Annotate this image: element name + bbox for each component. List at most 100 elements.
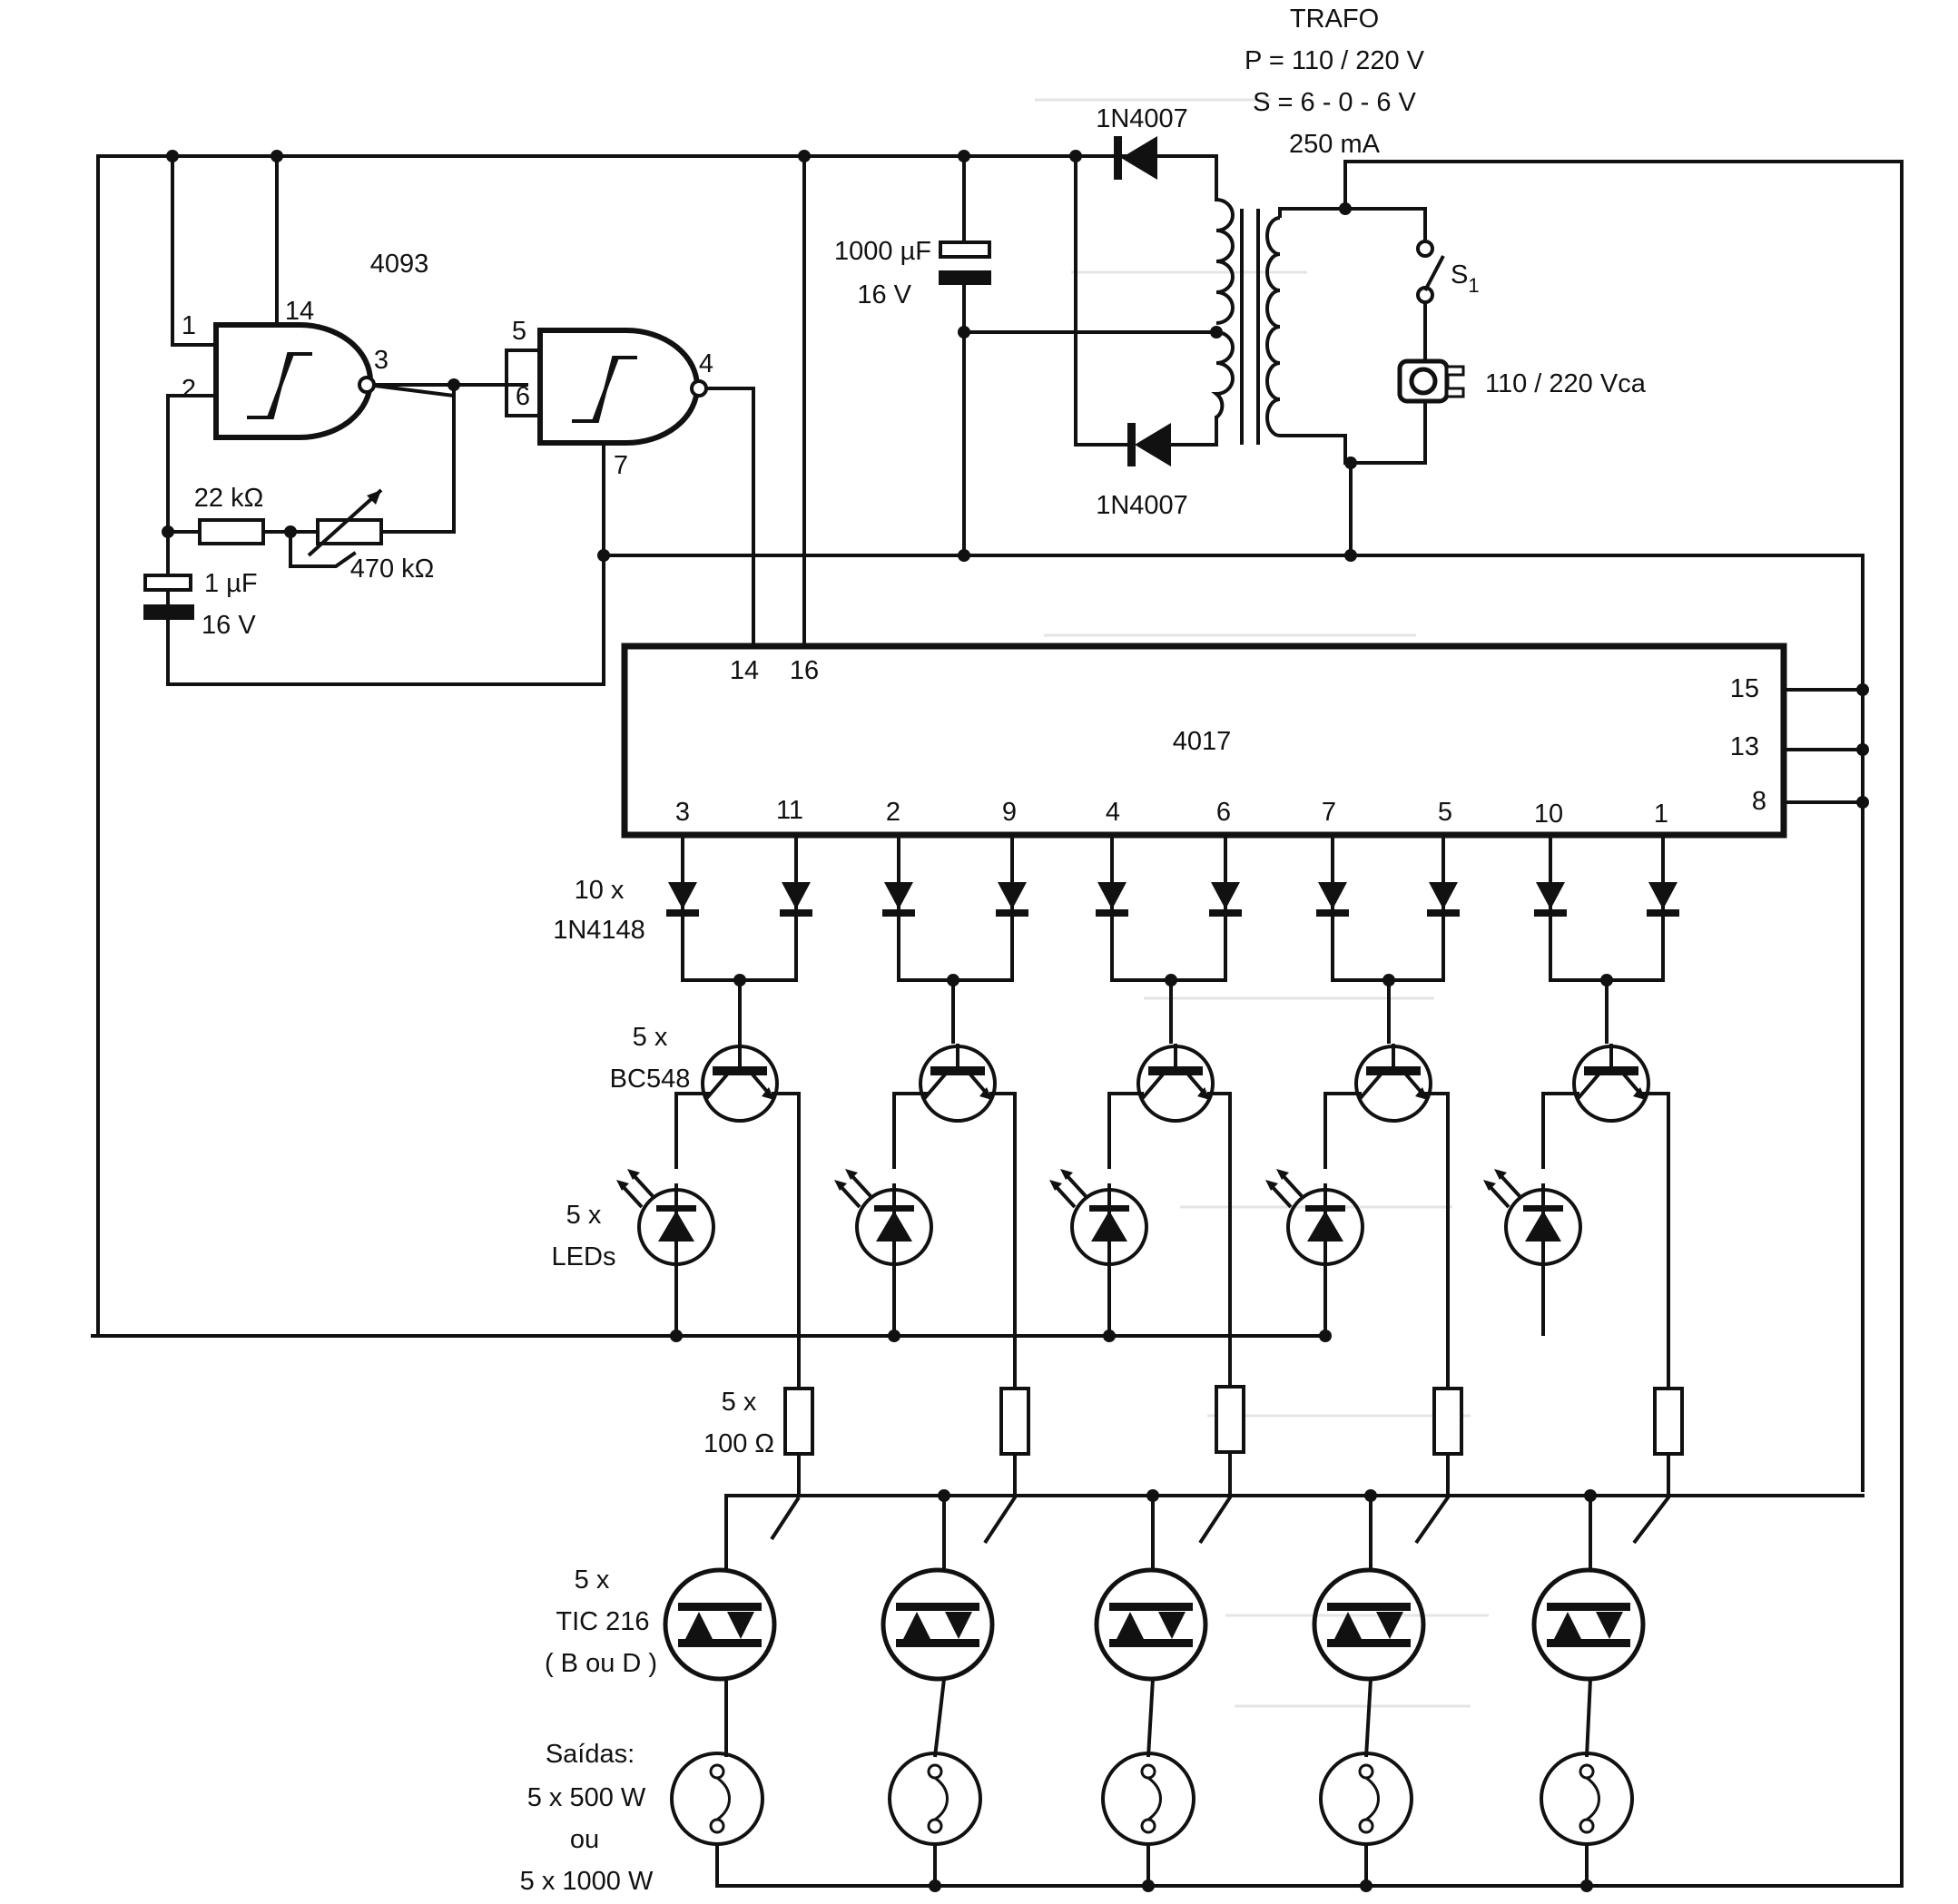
filter-cap-voltage: 16 V	[857, 280, 911, 309]
output-pin-3: 3	[675, 798, 690, 827]
diode-top-label: 1N4007	[1096, 104, 1188, 133]
diode-pin5-icon	[1427, 882, 1460, 917]
triac-3-icon	[1097, 1570, 1205, 1679]
triac-5-icon	[1534, 1570, 1643, 1679]
led-4-icon	[1264, 1167, 1364, 1272]
triacs-grade-label: ( B ou D )	[545, 1649, 657, 1678]
leds	[615, 1167, 1582, 1272]
triacs-part-label: TIC 216	[556, 1607, 649, 1636]
pin-8-label: 8	[1752, 787, 1766, 816]
transistor-3-icon	[1138, 1044, 1213, 1121]
trafo-secondary: S = 6 - 0 - 6 V	[1253, 88, 1416, 117]
nand-gate-2	[537, 328, 708, 446]
transistor-1-icon	[703, 1044, 777, 1121]
output-socket-4-icon	[1319, 1752, 1413, 1846]
output-socket-1-icon	[670, 1752, 764, 1846]
outputs-rating-b: 5 x 1000 W	[520, 1867, 654, 1896]
rectifier-diode-bottom	[1127, 423, 1171, 466]
timing-capacitor	[143, 574, 194, 620]
diode-pin3-icon	[666, 882, 699, 917]
output-pin-5: 5	[1438, 798, 1452, 827]
trafo-primary: P = 110 / 220 V	[1245, 46, 1425, 75]
pin-14-4017-label: 14	[730, 656, 759, 685]
output-pin-10: 10	[1534, 800, 1563, 829]
output-pin-9: 9	[1002, 798, 1017, 827]
rectifier-diode-top	[1114, 136, 1157, 180]
output-pin-4: 4	[1106, 798, 1120, 827]
leds-part-label: LEDs	[552, 1242, 616, 1271]
resistor-22k-label: 22 kΩ	[194, 484, 264, 513]
diode-pin9-icon	[996, 882, 1028, 917]
transistor-5-icon	[1574, 1044, 1648, 1121]
triac-2-icon	[883, 1570, 992, 1679]
diode-pin10-icon	[1534, 882, 1567, 917]
transistors-count-label: 5 x	[633, 1023, 668, 1052]
led-1-icon	[615, 1167, 715, 1272]
nand-gate-1	[213, 322, 376, 440]
diode-pin11-icon	[780, 882, 812, 917]
switch-label: S1	[1451, 260, 1480, 297]
pin-4-label: 4	[699, 349, 713, 378]
switch-s1	[1416, 240, 1445, 304]
pin-2-label: 2	[182, 375, 196, 404]
timing-cap-value: 1 µF	[204, 569, 258, 598]
mains-plug	[1397, 358, 1465, 404]
leds-count-label: 5 x	[566, 1201, 602, 1230]
output-socket-2-icon	[888, 1752, 982, 1846]
triacs-count-label: 5 x	[575, 1565, 610, 1595]
steering-diodes	[666, 882, 1679, 917]
outputs-heading: Saídas:	[546, 1740, 635, 1769]
filter-capacitor	[939, 240, 991, 285]
pin-15-label: 15	[1730, 674, 1759, 703]
gate-resistors	[783, 1385, 1684, 1456]
diodes-count-label: 10 x	[575, 876, 625, 905]
pin-13-label: 13	[1730, 732, 1759, 761]
diode-pin2-icon	[882, 882, 915, 917]
trimmer-470k-label: 470 kΩ	[350, 555, 435, 584]
diode-pin4-icon	[1096, 882, 1128, 917]
mains-plug-label: 110 / 220 Vca	[1485, 369, 1647, 398]
pin-3-label: 3	[374, 346, 389, 375]
trimmer-470k	[307, 488, 383, 557]
pin-16-4017-label: 16	[790, 656, 819, 685]
diode-pin7-icon	[1316, 882, 1349, 917]
led-5-icon	[1481, 1167, 1582, 1272]
counter-4017	[621, 643, 1787, 839]
wiring	[91, 154, 1904, 1888]
output-socket-3-icon	[1101, 1752, 1195, 1846]
output-pin-2: 2	[886, 798, 900, 827]
filter-cap-value: 1000 µF	[834, 237, 931, 266]
led-2-icon	[832, 1167, 933, 1272]
triac-1-icon	[665, 1570, 774, 1679]
output-pin-1: 1	[1654, 800, 1668, 829]
pin-1-label: 1	[182, 311, 196, 340]
pin-5-label: 5	[512, 317, 526, 346]
triacs	[665, 1570, 1643, 1679]
output-pin-6: 6	[1216, 798, 1231, 827]
diode-pin1-icon	[1647, 882, 1679, 917]
junction-dots	[162, 150, 1869, 1892]
timing-cap-voltage: 16 V	[202, 611, 256, 640]
resistor-22k	[198, 518, 265, 545]
transformer	[1211, 198, 1345, 445]
pin-14-label: 14	[285, 297, 314, 326]
trafo-current: 250 mA	[1289, 130, 1381, 159]
outputs	[670, 1752, 1634, 1846]
transistor-4-icon	[1356, 1044, 1431, 1121]
output-pin-11: 11	[776, 796, 803, 825]
outputs-rating-a: 5 x 500 W	[527, 1783, 646, 1812]
output-socket-5-icon	[1540, 1752, 1634, 1846]
diodes-part-label: 1N4148	[553, 916, 645, 945]
transistors	[703, 1044, 1648, 1121]
outputs-or: ou	[570, 1825, 599, 1854]
pin-6-label: 6	[516, 382, 530, 411]
resistors-count-label: 5 x	[722, 1388, 757, 1417]
labels: TRAFO P = 110 / 220 V S = 6 - 0 - 6 V 25…	[182, 5, 1766, 1896]
diode-bottom-label: 1N4007	[1096, 491, 1188, 520]
channel-wiring	[674, 826, 1670, 1886]
triac-4-icon	[1314, 1570, 1423, 1679]
output-pin-7: 7	[1322, 798, 1336, 827]
trafo-title: TRAFO	[1290, 5, 1379, 34]
chip-4093-label: 4093	[370, 250, 429, 279]
